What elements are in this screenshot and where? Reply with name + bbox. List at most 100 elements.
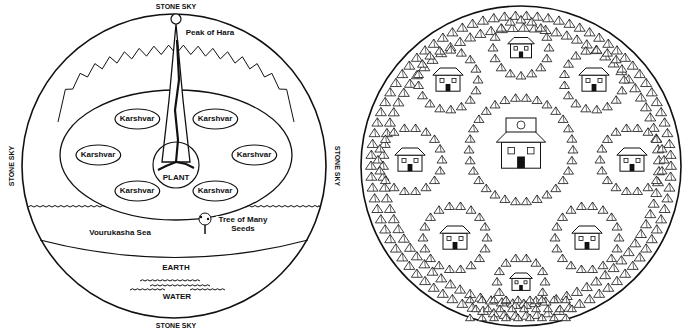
mountain-shade: [479, 176, 480, 184]
mountain-symbol: [603, 39, 614, 47]
mountain-symbol: [494, 288, 504, 296]
mountain-symbol: [456, 102, 466, 110]
mountain-shade: [657, 176, 658, 184]
mountain-symbol: [475, 254, 485, 262]
building-roof: [433, 68, 463, 75]
mountain-shade: [600, 156, 601, 164]
mountain-shade: [657, 97, 658, 105]
mountain-shade: [638, 187, 639, 195]
mountain-symbol: [566, 261, 576, 269]
building-wall: [398, 155, 422, 171]
building-door: [630, 164, 635, 171]
mountain-symbol: [511, 254, 521, 261]
mountain-symbol: [558, 115, 568, 123]
mountain-symbol: [502, 314, 511, 321]
mountain-shade: [657, 135, 658, 143]
mountain-shade: [451, 46, 452, 54]
mountain-shade: [442, 156, 443, 164]
mountain-shade: [373, 183, 374, 191]
mountain-shade: [425, 244, 426, 252]
mountain-symbol: [435, 104, 445, 112]
building-roof: [395, 148, 425, 155]
mountain-shade: [566, 296, 568, 303]
mountain-symbol: [437, 33, 448, 41]
mountain-symbol: [466, 261, 476, 269]
mountain-shade: [394, 183, 395, 191]
shrine-symbol: [517, 121, 525, 129]
karshvar-ellipse: Karshvar: [114, 108, 161, 130]
mountain-symbol: [602, 135, 612, 143]
mountain-symbol: [611, 276, 622, 284]
mountain-symbol: [420, 244, 430, 252]
mountain-shade: [556, 184, 557, 192]
mountain-shade: [569, 124, 570, 132]
mountain-shade: [593, 265, 594, 273]
mountain-symbol: [648, 199, 659, 207]
node-outline-shape: [193, 181, 238, 201]
mountain-shade: [652, 234, 653, 242]
mountain-symbol: [542, 100, 552, 108]
mountain-shade: [607, 135, 608, 143]
mountain-symbol: [520, 305, 529, 312]
plant-label: PLANT: [163, 174, 190, 183]
mountain-shade: [577, 35, 578, 43]
mountain-shade: [617, 223, 618, 231]
building-wall: [620, 155, 644, 171]
mountain-symbol: [552, 244, 562, 252]
mountain-shade: [439, 261, 440, 269]
mountain-shade: [629, 75, 630, 83]
mountain-symbol: [404, 261, 415, 269]
region-label: Karshvar: [120, 187, 155, 196]
mountain-symbol: [414, 81, 424, 89]
mountain-shade: [667, 194, 668, 202]
mountain-shade: [559, 16, 560, 24]
mountain-shade: [671, 172, 672, 180]
mountain-shade: [404, 88, 405, 96]
mountain-shade: [487, 234, 488, 242]
mountain-symbol: [480, 244, 490, 252]
mountain-shade: [562, 213, 563, 221]
mountain-symbol: [561, 31, 572, 39]
mountain-symbol: [611, 183, 621, 191]
mountain-symbol: [621, 187, 631, 195]
building-window: [636, 158, 640, 162]
mountain-symbol: [659, 156, 669, 164]
mountain-symbol: [471, 65, 481, 73]
mountain-shade: [430, 99, 431, 107]
mountain-shade: [532, 69, 533, 77]
mountain-symbol: [571, 99, 581, 107]
building-roof: [617, 148, 647, 155]
building-wall: [575, 233, 599, 249]
mountain-symbol: [643, 128, 653, 136]
mountain-shade: [572, 156, 573, 164]
building-door: [519, 285, 523, 290]
mountain-symbol: [542, 54, 552, 62]
mountain-shade: [597, 105, 598, 113]
mountain-shade: [495, 191, 496, 199]
mountain-shade: [505, 12, 506, 20]
mountain-shade: [394, 128, 395, 136]
mountain-shade: [470, 296, 472, 303]
mountain-symbol: [474, 115, 484, 123]
mountain-symbol: [562, 314, 571, 321]
mountain-symbol: [389, 128, 399, 136]
mountain-symbol: [398, 88, 409, 96]
mountain-symbol: [468, 124, 478, 132]
mountain-symbol: [500, 96, 510, 104]
mountain-symbol: [494, 267, 504, 275]
mountain-symbol: [467, 19, 478, 27]
mountain-shade: [554, 314, 556, 321]
mountain-symbol: [664, 183, 675, 191]
mountain-shade: [581, 265, 582, 273]
mountain-shade: [671, 161, 672, 169]
mountain-shade: [619, 234, 620, 242]
mountain-shade: [452, 28, 453, 36]
mountain-symbol: [367, 183, 378, 191]
mountain-shade: [576, 99, 577, 107]
mountain-symbol: [526, 314, 535, 321]
mountain-symbol: [514, 296, 523, 303]
mountain-shade: [452, 294, 453, 302]
mountain-shade: [470, 314, 472, 321]
mountain-symbol: [600, 270, 611, 278]
mountain-symbol: [465, 156, 475, 164]
